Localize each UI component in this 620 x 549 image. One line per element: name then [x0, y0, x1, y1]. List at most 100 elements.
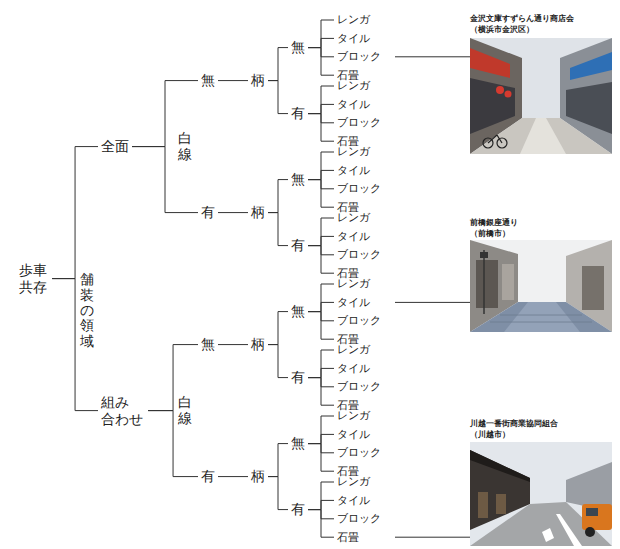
leaf-node: ブロック	[334, 248, 384, 261]
node-text: レンガ	[337, 409, 370, 422]
tree-connector	[308, 104, 334, 113]
leaf-node: レンガ	[334, 13, 373, 26]
tree-connector	[268, 180, 288, 213]
tree-connector	[268, 312, 288, 345]
branch-node: 柄	[248, 204, 268, 221]
leader-line	[395, 537, 470, 538]
tree-connector	[218, 212, 248, 213]
street-photo	[470, 38, 612, 154]
node-text: ブロック	[337, 380, 381, 393]
node-text: ブロック	[337, 50, 381, 63]
node-text: タイル	[337, 296, 370, 309]
node-text: タイル	[337, 32, 370, 45]
node-text: 無	[291, 303, 305, 320]
tree-connector	[308, 246, 334, 274]
tree-connector	[308, 152, 334, 180]
leaf-node: ブロック	[334, 50, 384, 63]
tree-connector	[308, 302, 334, 311]
street-photo	[470, 442, 612, 546]
tree-connector	[308, 350, 334, 378]
tree-connector	[308, 86, 334, 114]
leaf-node: タイル	[334, 296, 373, 309]
branch-node: 無	[288, 171, 308, 188]
branch-node: 柄	[248, 72, 268, 89]
branch-node: 柄	[248, 468, 268, 485]
node-text: 組み 合わせ	[101, 394, 145, 428]
node-text: 無	[201, 336, 215, 353]
leaf-node: レンガ	[334, 409, 373, 422]
node-text: 柄	[251, 204, 265, 221]
branch-node: 組み 合わせ	[98, 394, 148, 428]
node-text: 有	[291, 237, 305, 254]
node-text: レンガ	[337, 79, 370, 92]
branch-node: 有	[288, 237, 308, 254]
node-text: 全面	[101, 138, 129, 155]
node-text: ブロック	[337, 314, 381, 327]
photo-caption: 前橋銀座通り	[470, 218, 518, 228]
tree-connector	[308, 482, 334, 510]
branch-node: 無	[288, 435, 308, 452]
node-text: タイル	[337, 428, 370, 441]
leaf-node: タイル	[334, 164, 373, 177]
tree-connector	[268, 345, 288, 378]
node-text: レンガ	[337, 211, 370, 224]
street-photo	[470, 240, 612, 332]
leaf-node: ブロック	[334, 380, 384, 393]
node-text: 無	[291, 39, 305, 56]
tree-connector	[308, 236, 334, 245]
leader-line	[395, 56, 470, 57]
node-text: 有	[201, 468, 215, 485]
tree-connector	[308, 416, 334, 444]
node-text: 無	[291, 435, 305, 452]
leaf-node: タイル	[334, 32, 373, 45]
leaf-node: タイル	[334, 428, 373, 441]
branch-node: 無	[288, 303, 308, 320]
branch-node: 歩車 共存	[16, 262, 52, 296]
branch-node: 無	[198, 72, 218, 89]
tree-connector	[218, 80, 248, 81]
tree-connector	[308, 312, 334, 340]
node-text: ブロック	[337, 446, 381, 459]
leaf-node: ブロック	[334, 116, 384, 129]
node-text: レンガ	[337, 145, 370, 158]
leaf-node: タイル	[334, 362, 373, 375]
leader-line	[395, 302, 470, 303]
tree-connector	[308, 180, 334, 208]
node-text: タイル	[337, 98, 370, 111]
node-text: レンガ	[337, 475, 370, 488]
node-text: ブロック	[337, 182, 381, 195]
node-text: 有	[291, 105, 305, 122]
tree-connector	[308, 170, 334, 179]
leaf-node: 石畳	[334, 531, 362, 544]
branch-node: 無	[288, 39, 308, 56]
tree-connector	[308, 434, 334, 443]
node-text: ブロック	[337, 512, 381, 525]
leaf-node: レンガ	[334, 145, 373, 158]
leaf-node: タイル	[334, 494, 373, 507]
leaf-node: ブロック	[334, 446, 384, 459]
tree-connector	[268, 48, 288, 81]
tree-connector	[308, 368, 334, 377]
node-text: 有	[291, 501, 305, 518]
tree-connector	[308, 284, 334, 312]
tree-connector	[308, 218, 334, 246]
node-text: 無	[291, 171, 305, 188]
leaf-node: ブロック	[334, 182, 384, 195]
branch-node: 柄	[248, 336, 268, 353]
tree-connector	[308, 48, 334, 76]
photo-caption: （横浜市金沢区）	[470, 25, 534, 35]
vertical-label: 舗装の領域	[80, 272, 94, 349]
tree-connector	[218, 344, 248, 345]
tree-connector	[308, 114, 334, 142]
leaf-node: タイル	[334, 98, 373, 111]
node-text: タイル	[337, 164, 370, 177]
node-text: タイル	[337, 362, 370, 375]
tree-connector	[268, 81, 288, 114]
tree-connector	[268, 444, 288, 477]
node-text: 有	[291, 369, 305, 386]
branch-node: 有	[288, 369, 308, 386]
node-text: ブロック	[337, 248, 381, 261]
leaf-node: レンガ	[334, 277, 373, 290]
node-text: タイル	[337, 230, 370, 243]
